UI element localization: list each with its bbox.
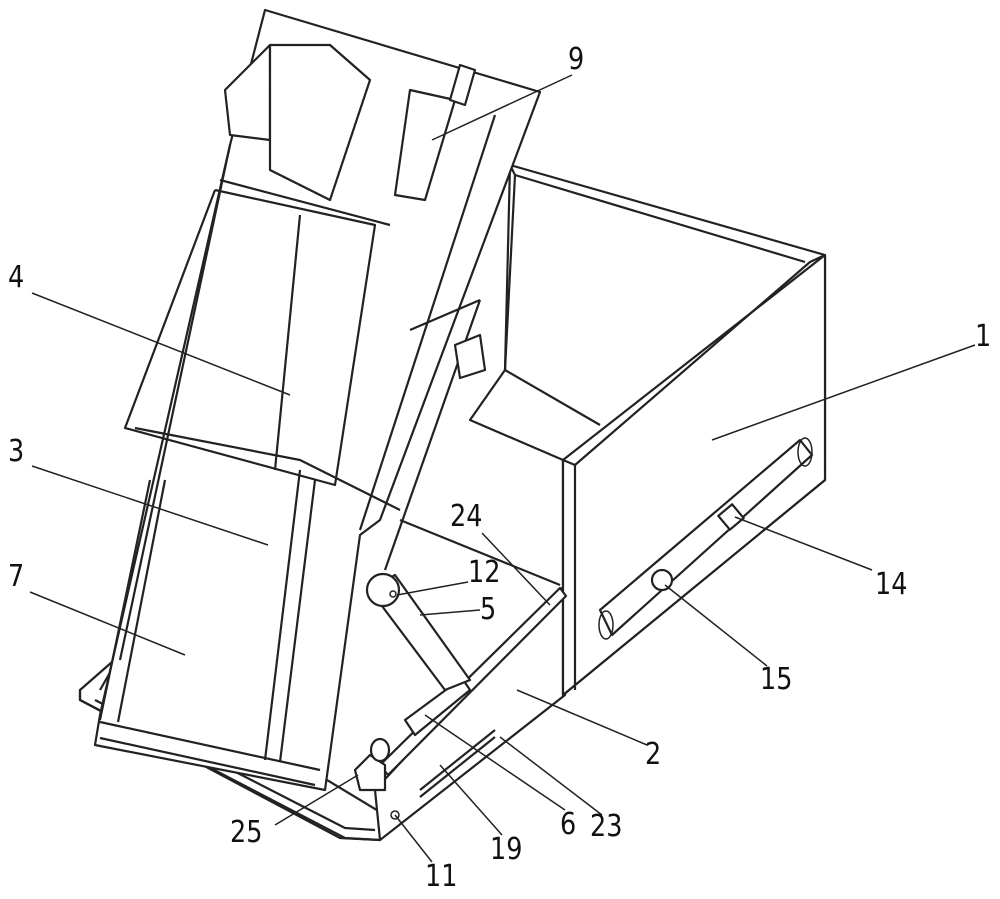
label-14: 14 <box>875 567 908 602</box>
label-19: 19 <box>490 832 523 867</box>
label-15: 15 <box>760 662 793 697</box>
tilted-frame <box>93 8 542 792</box>
label-12: 12 <box>468 555 501 590</box>
guide-rod <box>353 586 568 792</box>
label-2: 2 <box>645 737 662 772</box>
label-3: 3 <box>8 434 25 469</box>
leader-lines <box>29 74 976 863</box>
label-5: 5 <box>480 592 497 627</box>
support-arm <box>365 572 472 692</box>
label-23: 23 <box>590 809 623 844</box>
label-11: 11 <box>425 859 458 894</box>
label-24: 24 <box>450 499 483 534</box>
label-6: 6 <box>560 807 577 842</box>
label-4: 4 <box>8 260 25 295</box>
label-1: 1 <box>975 319 992 354</box>
label-7: 7 <box>8 559 25 594</box>
label-25: 25 <box>230 815 263 850</box>
label-9: 9 <box>568 42 585 77</box>
